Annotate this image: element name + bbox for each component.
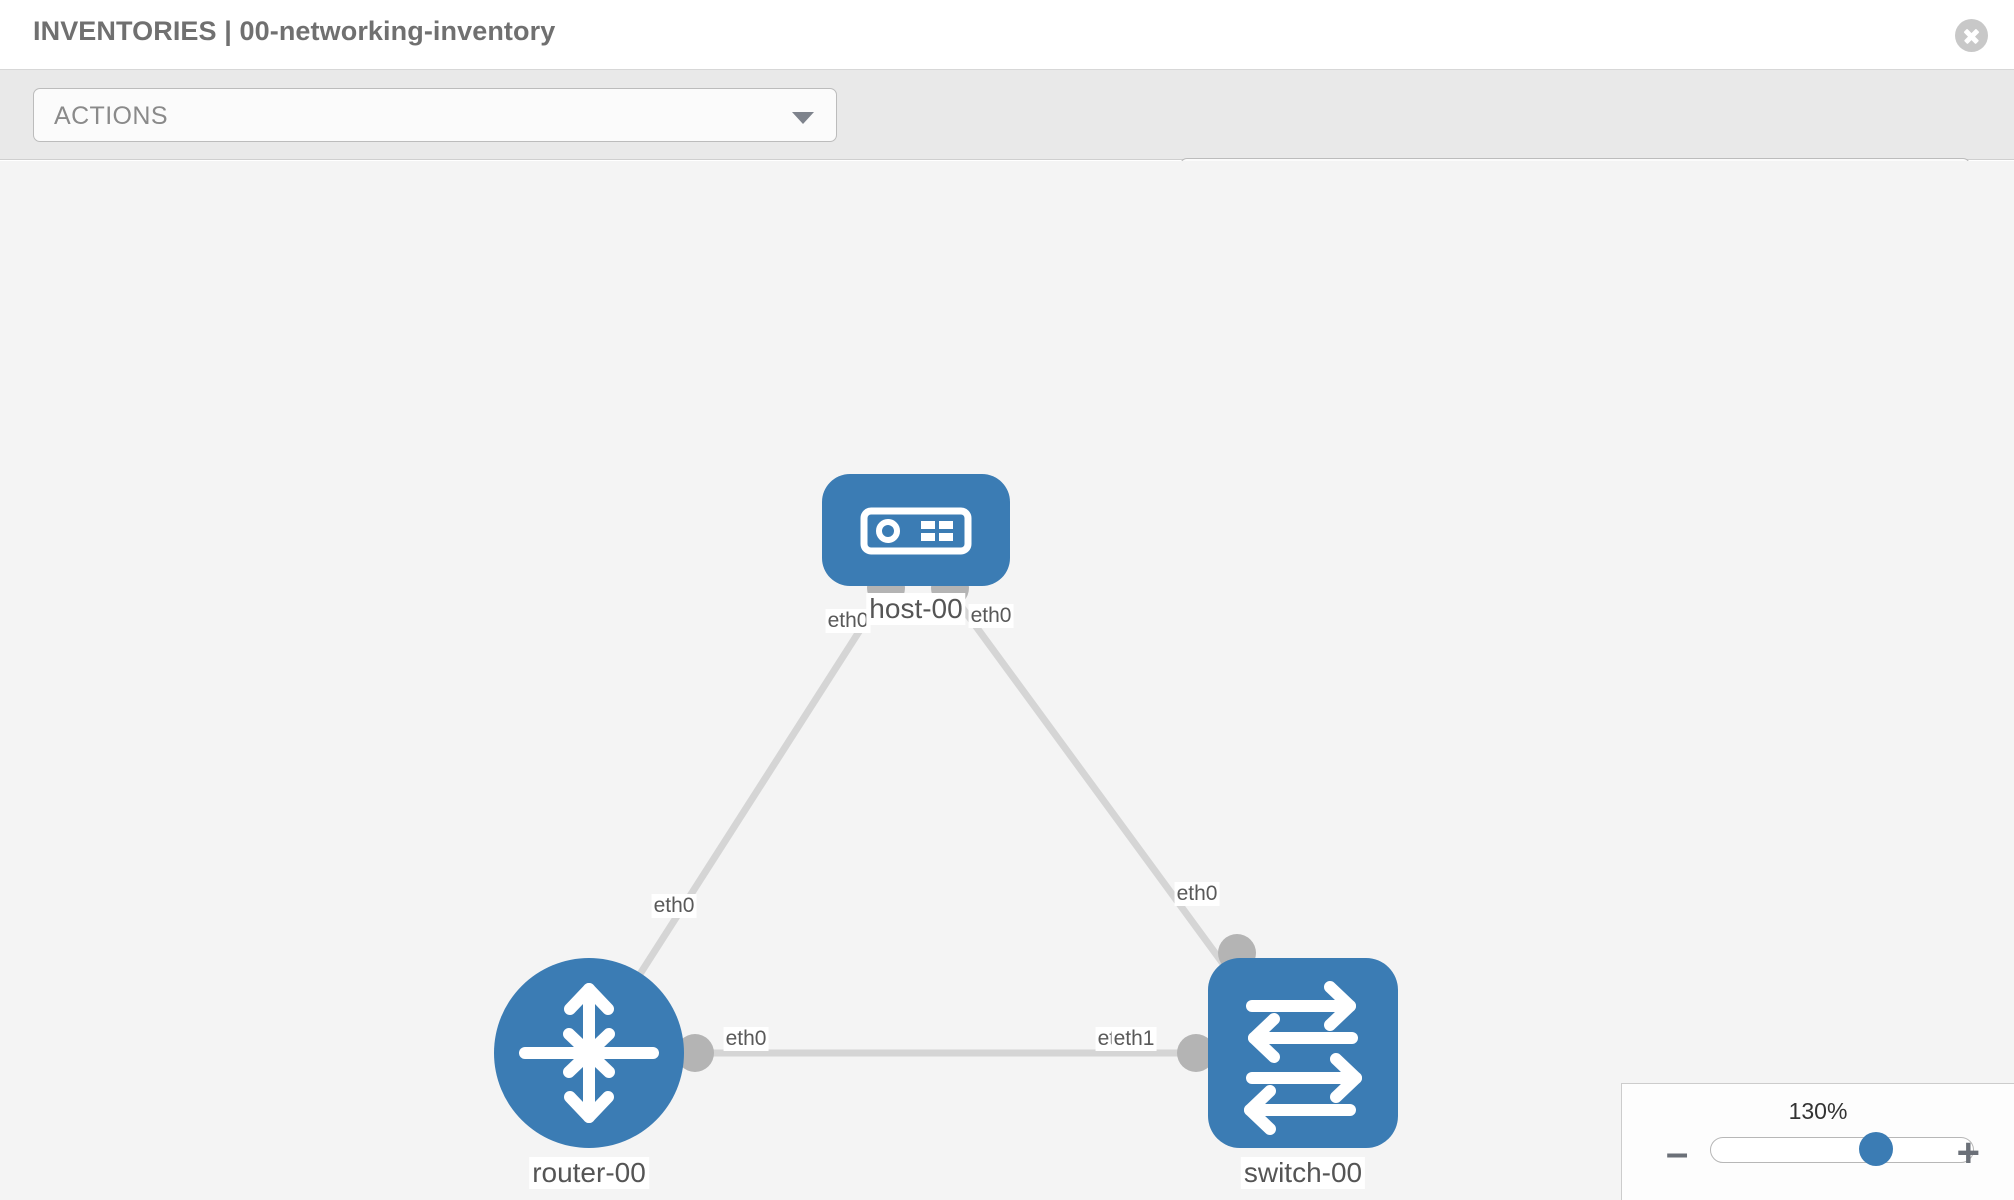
toolbar: ACTIONS SEARCH [0, 70, 2014, 212]
edge-label: eth0 [1174, 882, 1220, 906]
page-title: INVENTORIES | 00-networking-inventory [33, 16, 556, 46]
edge-host00-router00[interactable] [607, 589, 888, 1023]
topology-stubs [676, 569, 1256, 1072]
close-icon[interactable] [1955, 19, 1988, 52]
zoom-slider-thumb[interactable] [1859, 1132, 1894, 1166]
zoom-control: 130% – + [1621, 1083, 2014, 1200]
topology-edges [607, 588, 1268, 1057]
topology-canvas[interactable]: eth0 eth0 eth0 eth0 eth0 eth1 eth0 host-… [0, 161, 2014, 1200]
node-label-router-00: router-00 [529, 1157, 649, 1189]
node-host-00[interactable] [822, 474, 1010, 586]
chevron-down-icon [792, 112, 814, 124]
edge-label: eth1 [1111, 1027, 1157, 1051]
zoom-in-button[interactable]: + [1956, 1131, 1980, 1175]
topology-graph [494, 474, 1398, 1148]
stub-switch00-left [1177, 1034, 1215, 1072]
zoom-out-button[interactable]: – [1666, 1131, 1689, 1175]
edge-label: eth0 [723, 1027, 769, 1051]
edge-label: eth0 [825, 609, 871, 633]
edge-label: eth0 [968, 604, 1014, 628]
zoom-slider-track[interactable] [1710, 1132, 1974, 1166]
actions-dropdown-label: ACTIONS [54, 102, 168, 130]
node-router-00[interactable] [494, 958, 684, 1148]
actions-dropdown[interactable]: ACTIONS [33, 88, 837, 142]
node-switch-00[interactable] [1208, 958, 1398, 1148]
page-header: INVENTORIES | 00-networking-inventory [0, 0, 2014, 70]
node-label-switch-00: switch-00 [1240, 1157, 1366, 1189]
node-label-host-00: host-00 [866, 593, 966, 625]
stub-router00-right [676, 1034, 714, 1072]
edge-label: eth0 [651, 894, 697, 918]
zoom-percent-label: 130% [1788, 1098, 1848, 1124]
edge-host00-switch00[interactable] [947, 588, 1268, 1024]
